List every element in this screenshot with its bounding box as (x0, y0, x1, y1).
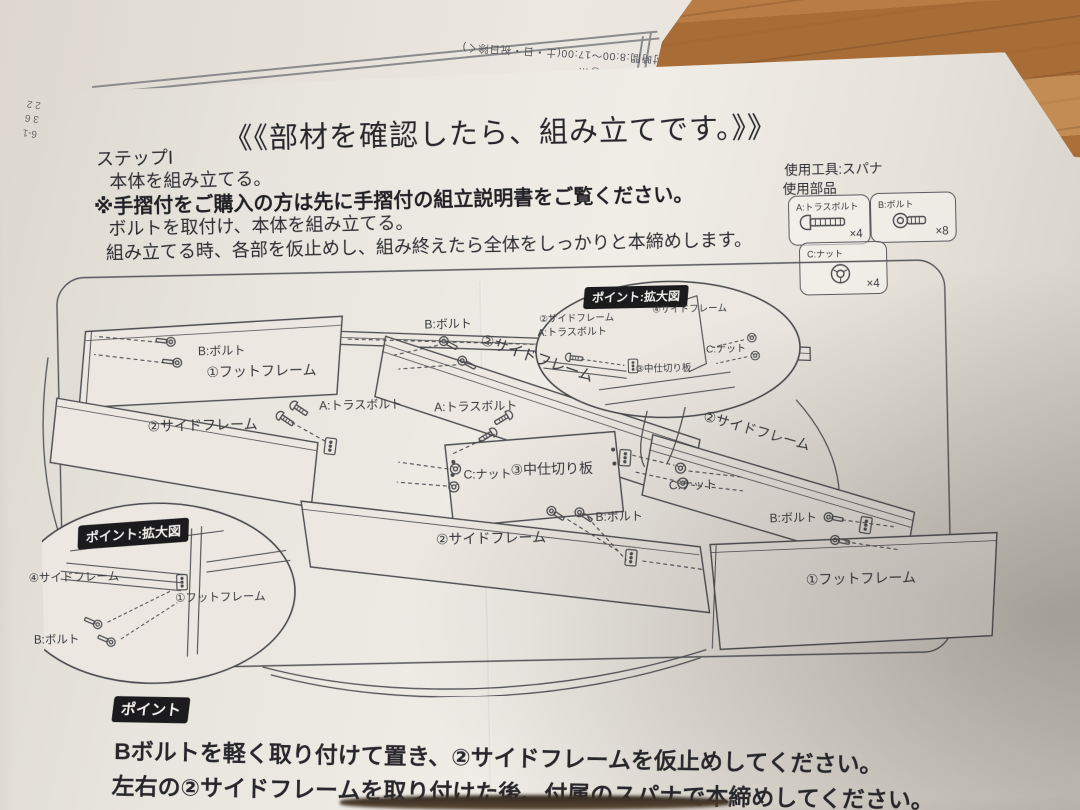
bolt-icon (891, 210, 935, 231)
nut-icon (828, 262, 852, 286)
tools-label: 使用工具:スパナ (784, 160, 883, 178)
point-badge: ポイント (111, 696, 190, 723)
part-box-bolt: B:ボルト ×8 (870, 191, 957, 243)
inset-top-label-partition: ③中仕切り板 (635, 362, 692, 376)
inset-bottom-label-side-frame4: ④サイドフレーム (28, 570, 120, 585)
part-name: B:ボルト (877, 199, 914, 210)
sheet-bottom-edge-shadow (340, 795, 730, 810)
page-title: 《《部材を確認したら、組み立てです。》》 (223, 112, 778, 156)
diagram-label-side-frame: ②サイドフレーム (435, 528, 547, 548)
diagram-label-b-bolt: B:ボルト (424, 316, 472, 332)
inset-top-label-truss-bolt: A:トラスボルト (537, 326, 608, 340)
panel-side-frame-bottom (301, 493, 709, 621)
inset-top-label-c-nut: C:ナット (705, 343, 747, 356)
inset-bottom-label-b-bolt: B:ボルト (33, 633, 80, 647)
diagram-border (56, 260, 952, 671)
panel-partition (445, 431, 624, 527)
instruction-sheet: 《《部材を確認したら、組み立てです。》》 ステップⅠ 本体を組み立てる。 ※手摺… (0, 23, 1080, 810)
inset-bottom-label-foot-frame: ①フットフレーム (175, 590, 266, 605)
diagram-label-c-nut: C:ナット (668, 477, 718, 493)
panel-foot-frame-left (77, 316, 344, 408)
part-name: A:トラスボルト (795, 201, 859, 213)
diagram-label-truss-bolt: A:トラスボルト (434, 398, 518, 415)
diagram-label-foot-frame: ①フットフレーム (206, 361, 317, 381)
inset-top-label-side-frame4: ④サイドフレーム (652, 303, 728, 316)
panel-side-frame-left (49, 393, 319, 513)
truss-bolt-icon (275, 410, 296, 428)
panel-foot-frame-right (710, 533, 999, 650)
truss-bolt-icon (799, 213, 851, 232)
diagram-label-side-frame: ②サイドフレーム (147, 416, 258, 435)
diagram-label-truss-bolt: A:トラスボルト (318, 396, 403, 413)
diagram-label-b-bolt: B:ボルト (595, 508, 643, 524)
part-box-truss-bolt: A:トラスボルト ×4 (788, 194, 871, 246)
inset-top-enlarged-view (535, 279, 803, 469)
part-qty: ×8 (935, 225, 949, 238)
diagram-label-b-bolt: B:ボルト (769, 510, 818, 526)
bracket-icon (324, 438, 337, 455)
diagram-label-foot-frame: ①フットフレーム (805, 569, 917, 588)
part-box-nut: C:ナット ×4 (799, 241, 888, 296)
part-qty: ×4 (849, 228, 863, 241)
truss-bolt-icon (288, 400, 309, 418)
diagram-label-partition: ③中仕切り板 (510, 460, 594, 478)
diagram-label-b-bolt: B:ボルト (197, 343, 246, 359)
diagram-label-c-nut: C:ナット (463, 466, 512, 482)
assembly-diagram (36, 246, 1005, 706)
